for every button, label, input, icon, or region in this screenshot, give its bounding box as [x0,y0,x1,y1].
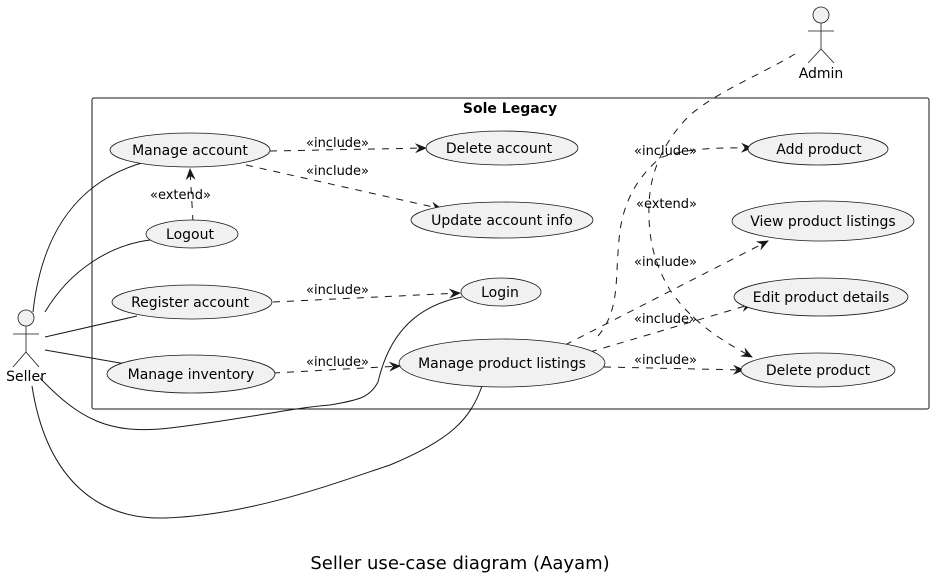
use-case-update-account-info[interactable]: Update account info [410,201,594,239]
label-include-edit-product-details: «include» [634,312,697,327]
label-include-update-account-info: «include» [306,164,369,179]
use-case-delete-product[interactable]: Delete product [740,352,896,388]
assoc-seller-manage-product-listings [31,385,483,519]
assoc-seller-logout [44,239,151,313]
svg-text:Delete account: Delete account [446,141,553,157]
label-include-login: «include» [306,283,369,298]
assoc-admin-manage-product-listings [597,142,753,337]
label-include-delete-account: «include» [306,136,369,151]
include-manage-account-update-info [245,164,443,212]
diagram-caption: Seller use-case diagram (Aayam) [310,553,609,574]
stick-figure-icon [807,6,835,64]
use-case-edit-product-details[interactable]: Edit product details [733,277,909,317]
actor-seller[interactable]: Seller [6,309,46,385]
label-include-manage-product-listings: «include» [306,355,369,370]
include-product-listings-view [564,240,769,346]
include-product-listings-edit [589,302,753,353]
svg-text:Manage inventory: Manage inventory [128,367,255,383]
system-boundary: Sole Legacy [91,97,930,410]
use-case-register-account[interactable]: Register account [111,284,273,320]
actor-admin-label: Admin [799,66,844,82]
use-case-add-product[interactable]: Add product [747,132,889,166]
label-extend-delete-product: «extend» [636,197,697,212]
include-manage-account-delete-account [269,143,427,154]
svg-text:Delete product: Delete product [766,363,871,379]
use-case-view-product-listings[interactable]: View product listings [731,200,915,242]
svg-text:Login: Login [481,285,519,301]
label-include-add-product: «include» [634,144,697,159]
use-case-delete-account[interactable]: Delete account [425,130,579,166]
dependency-arrows [185,143,769,375]
include-register-login [272,288,461,303]
assoc-seller-register-account [44,315,138,338]
label-extend-logout: «extend» [150,188,211,203]
system-boundary-title: Sole Legacy [463,101,557,117]
use-case-manage-product-listings[interactable]: Manage product listings [398,338,606,388]
actor-seller-label: Seller [6,369,46,385]
assoc-seller-login [39,296,463,431]
svg-text:Logout: Logout [166,227,214,243]
svg-text:View product listings: View product listings [750,214,895,230]
svg-text:Manage account: Manage account [132,143,248,159]
svg-text:Add product: Add product [776,142,862,158]
include-product-listings-delete [603,364,745,375]
use-case-manage-account[interactable]: Manage account [109,132,271,168]
actor-admin[interactable]: Admin [799,6,844,82]
extend-logout-manage-account [185,168,196,223]
svg-text:Manage product listings: Manage product listings [418,356,586,372]
svg-text:Edit product details: Edit product details [753,290,890,306]
label-include-view-product-listings: «include» [634,255,697,270]
use-case-logout[interactable]: Logout [145,219,239,249]
svg-text:Register account: Register account [131,295,249,311]
assoc-seller-manage-account [32,161,146,313]
svg-text:Update account info: Update account info [431,213,573,229]
associations [31,53,796,519]
assoc-seller-manage-inventory [44,349,127,365]
label-include-delete-product: «include» [634,353,697,368]
stick-figure-icon [12,309,40,368]
use-case-login[interactable]: Login [460,277,542,307]
relation-labels: «include» «include» «extend» «include» «… [150,136,697,370]
use-case-manage-inventory[interactable]: Manage inventory [106,354,276,394]
